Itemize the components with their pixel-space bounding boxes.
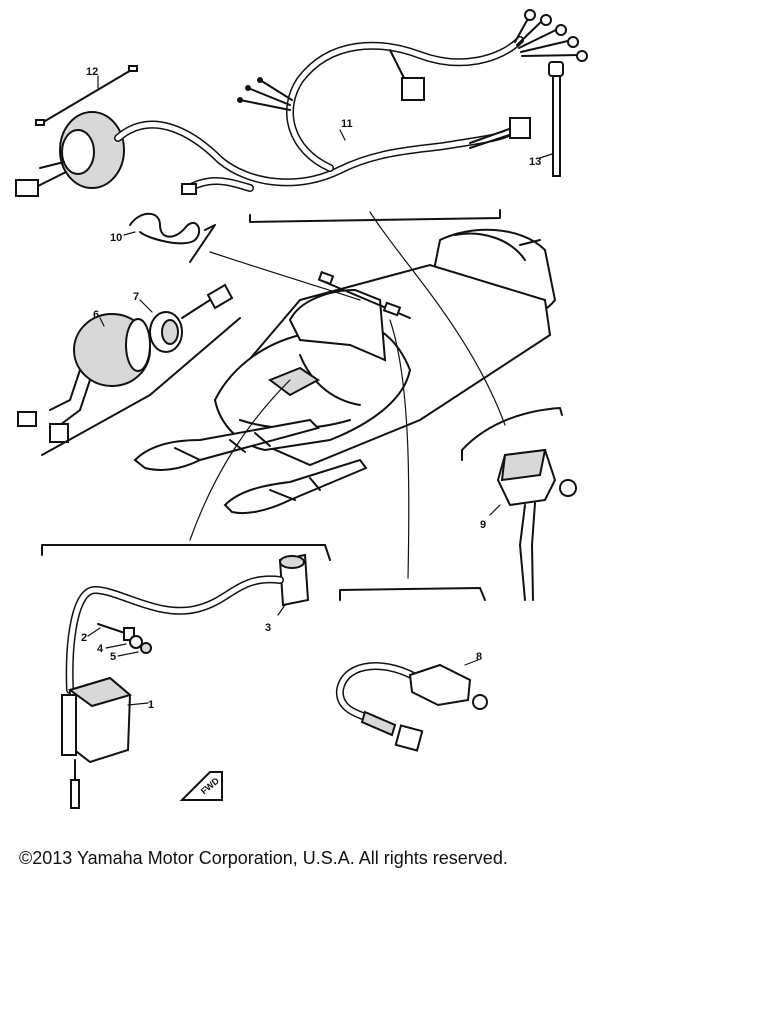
part-5-nut — [117, 642, 152, 657]
bracket-8 — [339, 587, 486, 601]
part-3-spark-plug-cap — [65, 553, 310, 694]
part-10-wire-loop — [123, 212, 216, 263]
leader-harness-9 — [369, 211, 506, 426]
part-12-lead-wire — [35, 65, 138, 126]
bracket-1-5 — [41, 544, 331, 561]
fwd-direction-marker: FWD — [179, 771, 223, 801]
callout-6: 6 — [93, 309, 99, 321]
callout-12: 12 — [86, 66, 98, 78]
callout-13: 13 — [529, 156, 541, 168]
callout-2: 2 — [81, 632, 87, 644]
bracket-6-7 — [41, 317, 241, 456]
part-9-relay — [461, 407, 577, 601]
copyright-notice: ©2013 Yamaha Motor Corporation, U.S.A. A… — [19, 848, 508, 868]
callout-4: 4 — [97, 643, 104, 655]
parts-diagram: 12 — [15, 9, 588, 809]
leader-8 — [389, 319, 410, 579]
callout-11: 11 — [341, 118, 353, 130]
part-11-wire-harness — [15, 9, 588, 223]
callout-9: 9 — [480, 519, 486, 531]
part-6-headlight-assembly — [17, 313, 151, 443]
part-1-ignition-coil — [61, 676, 149, 809]
callout-1: 1 — [148, 699, 154, 711]
callout-7: 7 — [133, 291, 139, 303]
part-2-bolt — [87, 623, 135, 641]
part-7-switch — [139, 283, 234, 353]
part-13-cable-tie — [539, 61, 564, 177]
leader-1-3 — [189, 379, 291, 541]
callout-3: 3 — [265, 622, 271, 634]
part-8-stop-switch — [335, 659, 488, 752]
callout-5: 5 — [110, 651, 116, 663]
leader-10 — [209, 251, 361, 301]
part-4-washer — [105, 635, 143, 649]
snowmobile-body — [133, 228, 557, 515]
callout-8: 8 — [476, 651, 482, 663]
callout-10: 10 — [110, 232, 122, 244]
